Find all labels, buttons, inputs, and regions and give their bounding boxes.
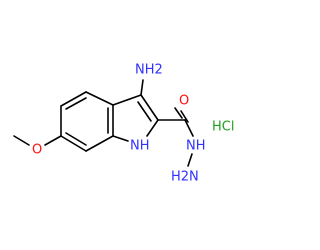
amine-nh2-label: NH2: [135, 63, 163, 78]
pyrrole-ring: [112, 94, 159, 142]
bond-c3-amine: [140, 79, 144, 96]
bond-c6-methoxy-o: [44, 135, 62, 146]
bond-c3-c2: [140, 94, 159, 121]
bond-c4-c5: [60, 91, 87, 107]
hcl-label: HCl: [212, 120, 234, 135]
bond-c3a-c3: [112, 94, 142, 106]
atom-labels: NH2 O NH NH H2N O HCl: [32, 63, 234, 185]
bond-c6-c7-inner: [65, 132, 87, 146]
bond-nh-nh2: [187, 153, 193, 167]
bond-carbonyl-double-2: [180, 110, 189, 123]
bond-c3-c2-inner: [137, 101, 152, 122]
bond-carbonyl-nh: [184, 119, 194, 137]
bond-carbonyl-double-1: [174, 107, 183, 119]
ring-nh-label: NH: [130, 139, 150, 154]
bond-c4-c5-inner: [65, 97, 87, 110]
bond-c3a-c4: [85, 91, 114, 106]
bond-n1-c7a: [112, 135, 129, 142]
bond-c6-c7: [60, 135, 87, 152]
hydrazide-nh2-label: H2N: [171, 170, 199, 185]
carbonyl-o-label: O: [179, 94, 189, 109]
substituent-bonds: [13, 79, 194, 167]
methoxy-o-label: O: [32, 143, 42, 158]
bond-c2-n1: [146, 119, 159, 137]
hydrazide-nh-label: NH: [186, 139, 206, 154]
bond-c7-c7a: [85, 135, 114, 152]
chemical-structure-diagram: NH2 O NH NH H2N O HCl: [13, 63, 234, 185]
benzene-ring: [60, 91, 114, 152]
bond-methoxy-o-ch3: [13, 135, 30, 146]
